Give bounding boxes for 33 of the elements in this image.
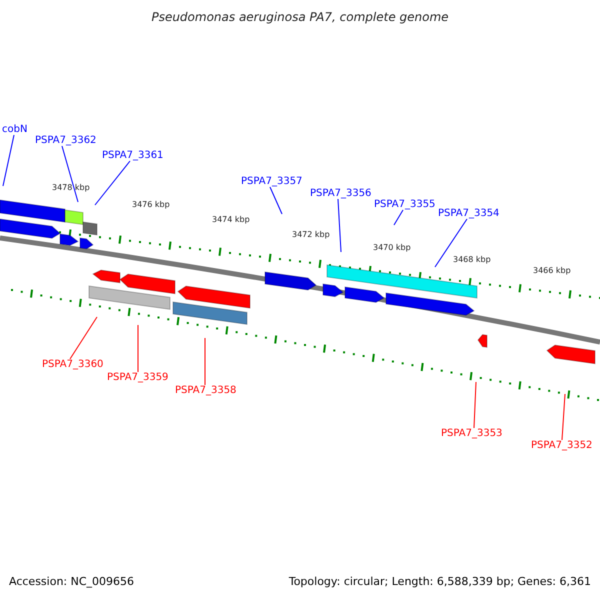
map-title: Pseudomonas aeruginosa PA7, complete genome — [150, 10, 450, 24]
accession-text: Accession: NC_009656 — [9, 575, 134, 588]
gene-label: cobN — [2, 124, 28, 135]
gene-label: PSPA7_3355 — [374, 199, 436, 210]
leader-line — [62, 146, 78, 202]
leader-line — [70, 316, 98, 360]
leader-line — [434, 218, 468, 268]
gene-label: PSPA7_3354 — [438, 208, 500, 219]
genome-info-text: Topology: circular; Length: 6,588,339 bp; Genes: 6,361 — [288, 575, 591, 588]
gene-label: PSPA7_3360 — [42, 359, 104, 370]
gene-label: PSPA7_3357 — [241, 176, 302, 187]
scale-label: 3472 kbp — [292, 230, 330, 239]
scale-label: 3476 kbp — [132, 200, 170, 209]
leader-line — [270, 186, 282, 214]
gene-label: PSPA7_3361 — [102, 150, 164, 161]
leader-line — [338, 198, 342, 252]
gene-label: PSPA7_3353 — [441, 428, 502, 439]
scale-label: 3466 kbp — [533, 266, 571, 275]
leader-line — [474, 382, 476, 428]
gene-label: PSPA7_3358 — [175, 385, 236, 396]
leader-line — [394, 210, 404, 226]
leader-line — [2, 134, 14, 186]
scale-label: 3468 kbp — [453, 255, 491, 264]
scale-label: 3470 kbp — [373, 243, 411, 252]
gene-label: PSPA7_3362 — [35, 135, 96, 146]
scale-label: 3478 kbp — [52, 183, 90, 192]
gene-label: PSPA7_3352 — [531, 440, 592, 451]
gene-label: PSPA7_3359 — [107, 372, 168, 383]
leader-line — [94, 160, 130, 206]
gene-label: PSPA7_3356 — [310, 188, 372, 199]
leader-line — [204, 338, 206, 386]
scale-label: 3474 kbp — [212, 215, 250, 224]
leader-line — [562, 394, 566, 440]
